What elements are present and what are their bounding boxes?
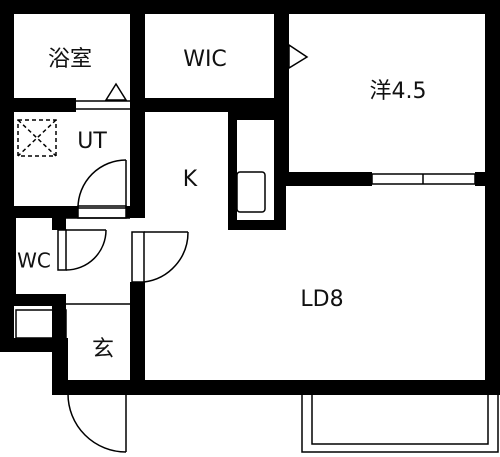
partitions [15, 39, 499, 453]
room-label-wic: WIC [183, 47, 227, 72]
room-label-wc: WC [17, 249, 51, 273]
room-label-ld: LD8 [300, 287, 343, 312]
room-label-kitchen: K [183, 167, 198, 192]
room-label-entrance: 玄 [92, 337, 114, 362]
room-label-ut: UT [77, 129, 107, 154]
walls [0, 0, 500, 395]
room-label-western: 洋4.5 [370, 79, 427, 104]
room-label-bath: 浴室 [48, 47, 92, 72]
